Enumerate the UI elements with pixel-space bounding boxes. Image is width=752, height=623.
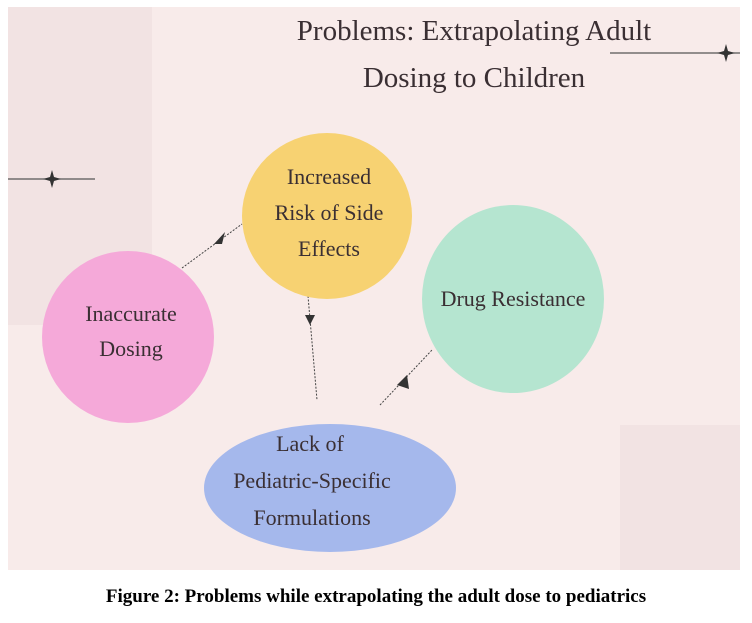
- node-label: Effects: [298, 236, 360, 261]
- title-line-2: Dosing to Children: [363, 62, 586, 94]
- node-label: Drug Resistance: [441, 286, 586, 311]
- arrowhead-icon: [305, 315, 315, 325]
- node-label: Formulations: [253, 505, 370, 530]
- arrowhead-icon: [214, 232, 225, 244]
- node-drug-resistance: Drug Resistance: [422, 205, 604, 393]
- node-label: Dosing: [99, 336, 163, 361]
- figure-caption: Figure 2: Problems while extrapolating t…: [105, 586, 647, 607]
- arrow-formulations-to-resistance: [379, 349, 433, 406]
- arrow-inaccurate-to-side-effects: [181, 223, 243, 269]
- node-inaccurate-dosing: Inaccurate Dosing: [42, 251, 214, 423]
- node-lack-of-formulations: Lack of Pediatric-Specific Formulations: [204, 424, 456, 552]
- sparkle-icon: [8, 170, 95, 188]
- arrowhead-icon: [397, 375, 409, 389]
- node-label: Inaccurate: [85, 301, 177, 326]
- node-label: Lack of: [276, 431, 344, 456]
- node-label: Pediatric-Specific: [233, 468, 391, 493]
- decorative-panel: [620, 425, 740, 570]
- node-increased-risk-side-effects: Increased Risk of Side Effects: [242, 133, 412, 299]
- node-label: Risk of Side: [275, 200, 384, 225]
- sparkle-icon: [610, 44, 740, 62]
- title-line-1: Problems: Extrapolating Adult: [297, 15, 651, 47]
- node-label: Increased: [287, 164, 371, 189]
